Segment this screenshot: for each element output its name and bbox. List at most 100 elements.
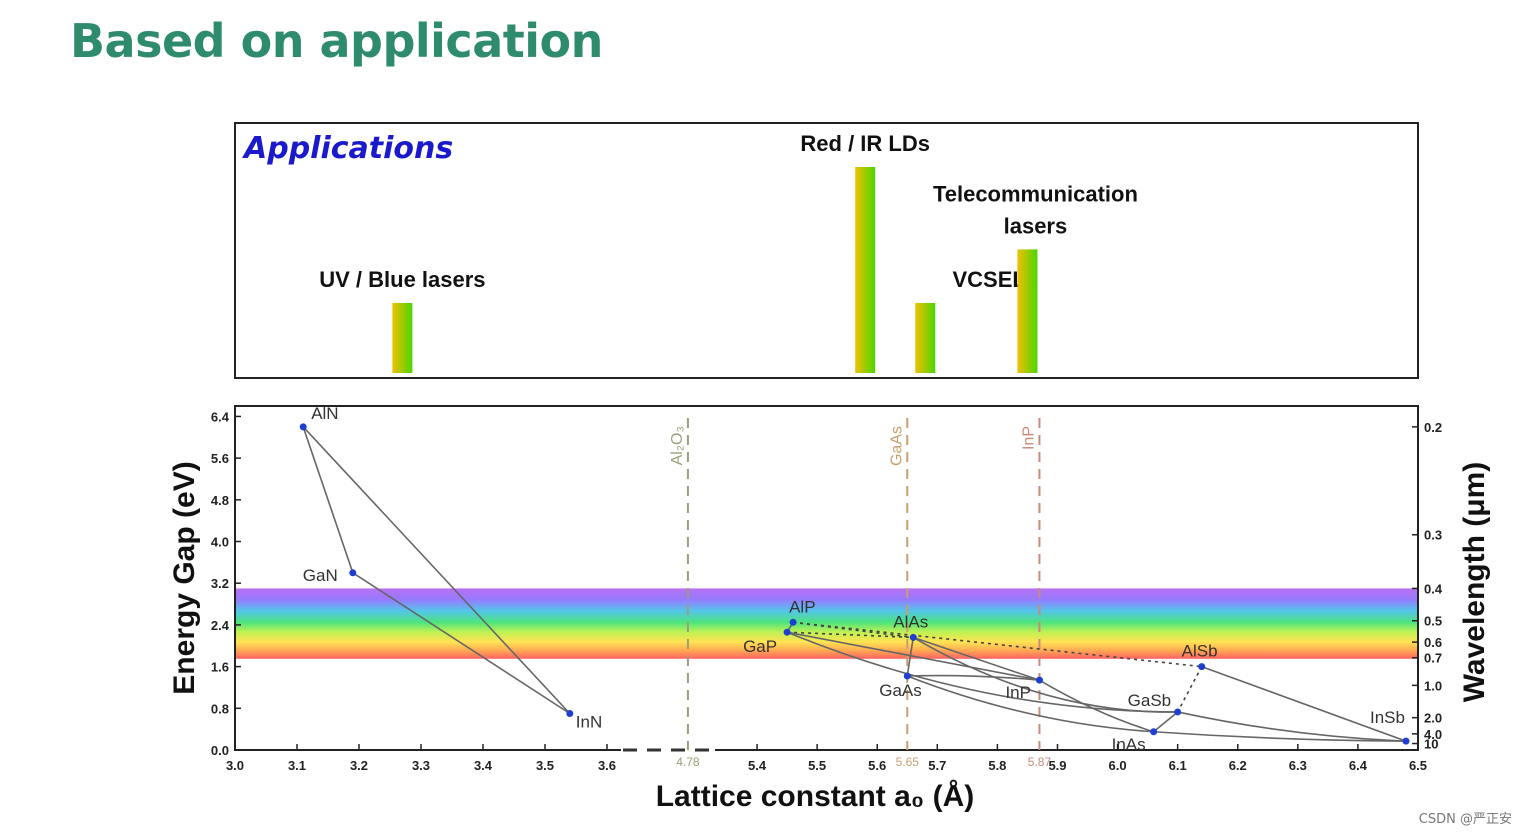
applications-panel: Applications UV / Blue lasers Red / IR LDs… <box>234 122 1419 379</box>
compound-label: AlSb <box>1182 642 1218 661</box>
y2-tick-label: 0.3 <box>1424 528 1442 543</box>
x-tick-label: 6.0 <box>1109 758 1127 773</box>
y-tick-label: 4.8 <box>211 493 229 508</box>
compound-point <box>789 618 797 626</box>
y2-axis-title: Wavelength (μm) <box>1458 462 1491 703</box>
x-tick-label: 6.5 <box>1409 758 1427 773</box>
y2-tick-label: 0.4 <box>1424 581 1443 596</box>
y2-tick-label: 4.0 <box>1424 727 1442 742</box>
x-tick-label: 5.5 <box>808 758 826 773</box>
compound-label: InAs <box>1112 735 1146 754</box>
y-tick-label: 3.2 <box>211 576 229 591</box>
substrate-value-label: 4.78 <box>676 755 700 769</box>
x-tick-label: 6.2 <box>1229 758 1247 773</box>
alloy-curve <box>302 426 571 715</box>
alloy-curve <box>1201 665 1407 742</box>
compound-label: GaN <box>303 566 338 585</box>
y2-tick-label: 0.2 <box>1424 420 1442 435</box>
alloy-curve <box>302 426 354 574</box>
slide-title: Based on application <box>70 14 603 68</box>
plot-frame <box>234 405 1419 751</box>
application-bar-label: lasers <box>1004 213 1068 238</box>
alloy-curve <box>907 674 1040 681</box>
alloy-curve <box>906 637 915 677</box>
compound-label: InSb <box>1370 708 1405 727</box>
x-tick-label: 5.7 <box>928 758 946 773</box>
compound-label: GaSb <box>1128 691 1171 710</box>
alloy-curve <box>793 621 1202 668</box>
x-tick-label: 3.0 <box>226 758 244 773</box>
y2-tick-label: 0.7 <box>1424 651 1442 666</box>
y-tick-label: 0.0 <box>211 743 229 758</box>
alloy-curve <box>787 631 914 639</box>
compound-point <box>566 710 574 718</box>
x-tick-label: 5.9 <box>1048 758 1066 773</box>
y-tick-label: 0.8 <box>211 701 229 716</box>
alloy-curve <box>1177 711 1407 742</box>
y-tick-label: 6.4 <box>211 409 230 424</box>
x-tick-label: 5.6 <box>868 758 886 773</box>
substrate-value-label: 5.87 <box>1028 755 1052 769</box>
x-tick-label: 3.5 <box>536 758 554 773</box>
compound-label: InP <box>1005 683 1031 702</box>
alloy-curve <box>786 631 1040 681</box>
y2-tick-label: 0.6 <box>1424 635 1442 650</box>
axis-break-gap <box>621 747 715 754</box>
compound-point <box>1198 663 1206 671</box>
alloy-curve <box>912 636 1178 713</box>
alloy-curve <box>1153 730 1406 742</box>
x-tick-label: 3.1 <box>288 758 306 773</box>
compound-point <box>783 628 791 636</box>
compound-label: AlP <box>789 597 815 616</box>
y2-tick-label: 2.0 <box>1424 711 1442 726</box>
substrate-label: InP <box>1020 426 1037 450</box>
x-tick-label: 6.1 <box>1169 758 1187 773</box>
application-bar-label: UV / Blue lasers <box>319 267 485 292</box>
watermark: CSDN @严正安 <box>1418 812 1512 827</box>
substrate-label: GaAs <box>888 426 905 466</box>
y-tick-label: 4.0 <box>211 535 229 550</box>
compound-point <box>1402 737 1410 745</box>
compound-label: AlAs <box>893 612 928 631</box>
compound-point <box>909 633 917 641</box>
substrate-label: Al₂O₃ <box>669 426 686 465</box>
y-tick-label: 1.6 <box>211 660 229 675</box>
compound-label: InN <box>576 713 602 732</box>
application-bar <box>915 302 936 373</box>
compound-point <box>1150 728 1158 736</box>
application-bar <box>1017 249 1038 373</box>
alloy-curve <box>913 636 1040 681</box>
x-tick-label: 3.3 <box>412 758 430 773</box>
y-tick-label: 2.4 <box>211 618 230 633</box>
compound-point <box>299 423 307 431</box>
x-tick-label: 6.3 <box>1289 758 1307 773</box>
compound-label: AlN <box>311 404 338 423</box>
x-tick-label: 5.4 <box>748 758 767 773</box>
compound-point <box>1035 676 1043 684</box>
x-axis-title: Lattice constant a₀ (Å) <box>656 780 975 813</box>
application-bar <box>392 302 413 373</box>
y-tick-label: 5.6 <box>211 451 229 466</box>
compound-point <box>1174 708 1182 716</box>
compound-label: GaAs <box>879 681 922 700</box>
y2-tick-label: 1.0 <box>1424 678 1442 693</box>
alloy-curve <box>1176 666 1203 713</box>
applications-frame <box>234 122 1419 379</box>
x-tick-label: 3.2 <box>350 758 368 773</box>
compound-point <box>903 672 911 680</box>
alloy-curve <box>906 675 1154 733</box>
application-bar-label: Telecommunication <box>933 181 1138 206</box>
applications-heading: Applications <box>242 131 453 166</box>
application-bar <box>855 167 876 373</box>
x-tick-label: 6.4 <box>1349 758 1368 773</box>
alloy-curve <box>352 572 571 715</box>
y2-tick-label: 10 <box>1424 737 1438 752</box>
application-bar-label: Red / IR LDs <box>800 131 930 156</box>
x-tick-label: 3.6 <box>598 758 616 773</box>
bandgap-chart: Al₂O₃4.78GaAs5.65InP5.87AlNGaNInNAlPGaPA… <box>168 404 1491 813</box>
alloy-curve <box>792 621 914 639</box>
compound-point <box>349 569 357 577</box>
alloy-curve <box>1039 679 1154 733</box>
compound-label: GaP <box>743 637 777 656</box>
